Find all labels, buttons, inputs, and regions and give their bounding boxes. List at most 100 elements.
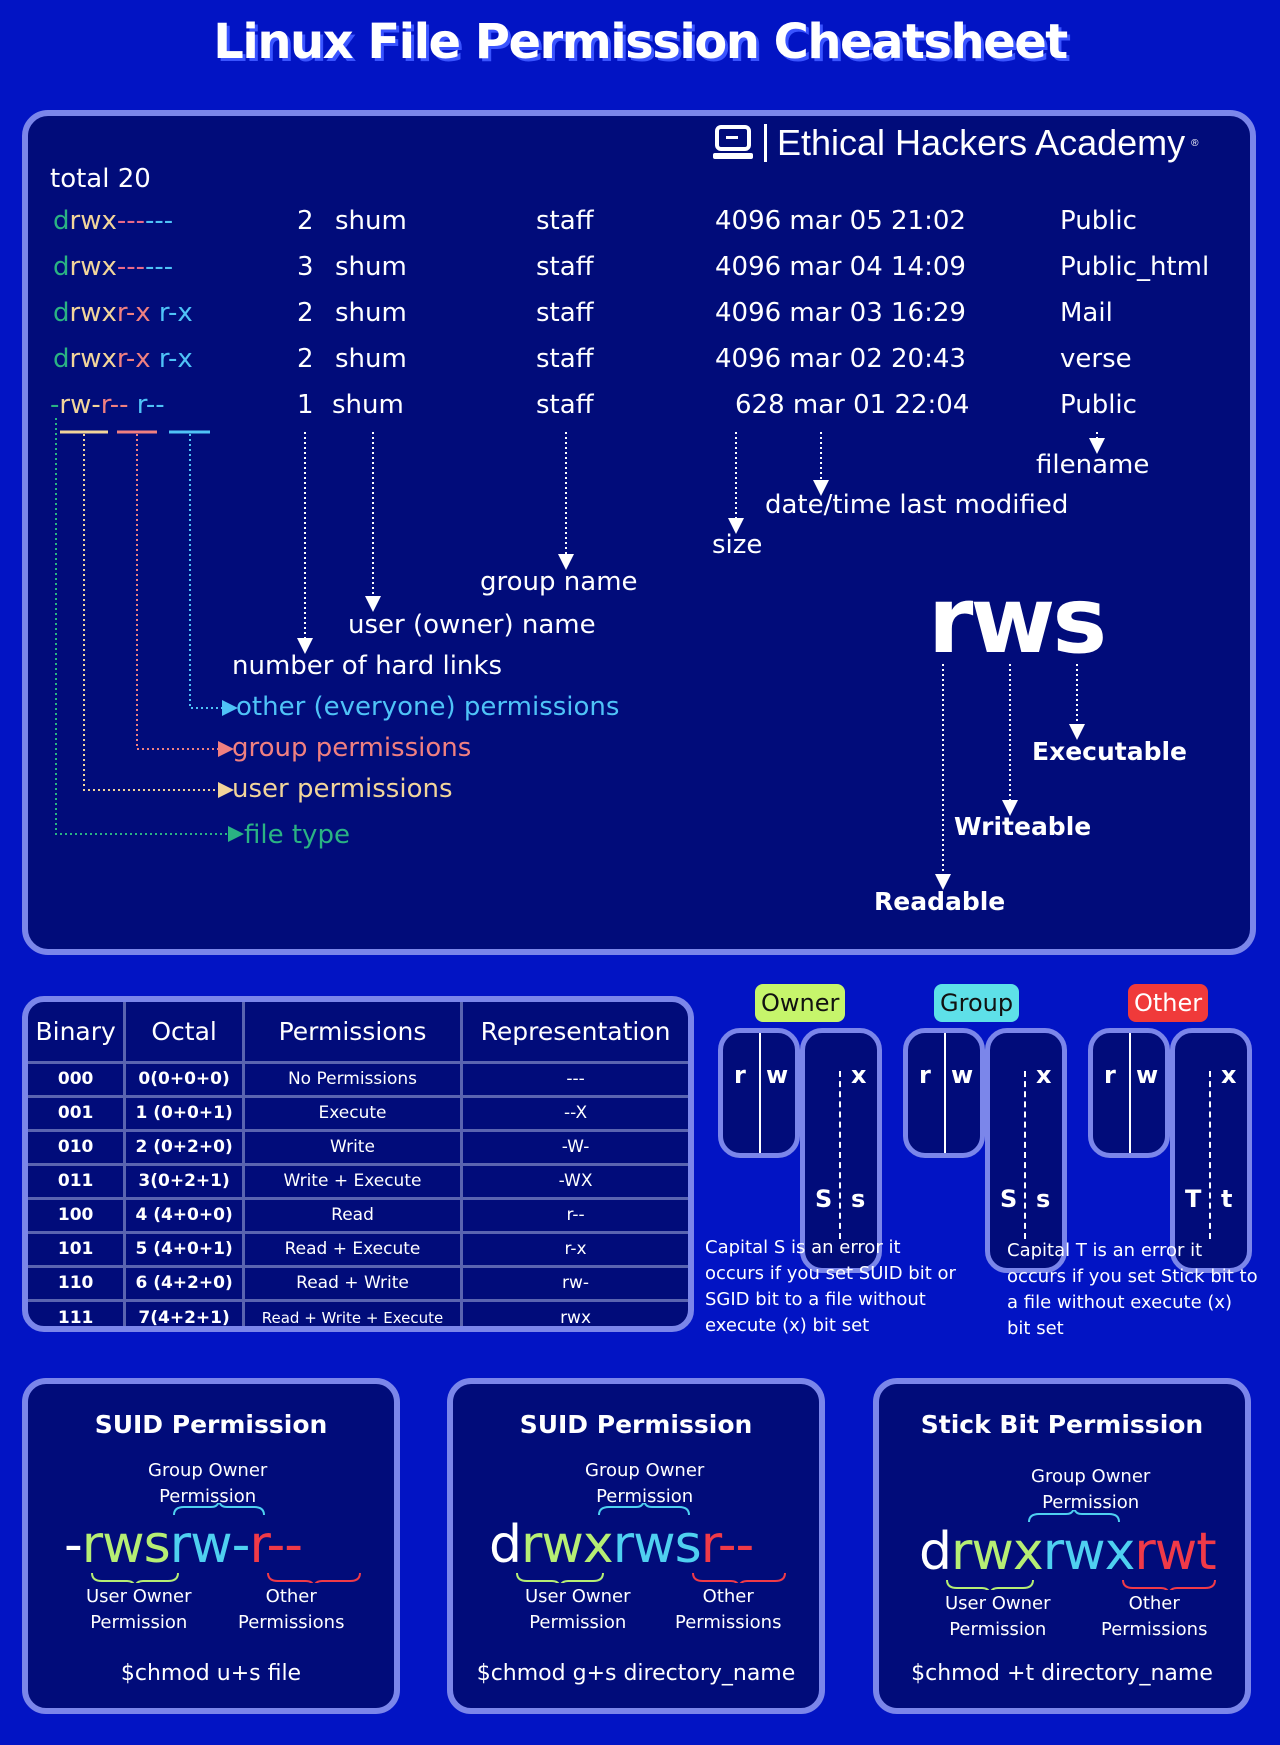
label-readable: Readable xyxy=(874,887,1006,916)
table-cell: --X xyxy=(460,1094,688,1132)
label-line: Permission xyxy=(159,1486,257,1507)
bit-w: w xyxy=(1136,1061,1159,1089)
table-cell: -W- xyxy=(460,1128,688,1166)
label-line: User Owner xyxy=(525,1586,631,1607)
table-cell: Write + Execute xyxy=(241,1162,464,1200)
perm-other: --- xyxy=(145,252,174,282)
brace-group xyxy=(598,1503,690,1516)
table-cell: 110 xyxy=(28,1264,127,1302)
table-header-cell: Binary xyxy=(28,1002,127,1064)
table-cell: Read + Execute xyxy=(241,1230,464,1268)
perm-group: rwx xyxy=(1042,1522,1136,1582)
ls-permissions: drwx------ xyxy=(53,206,173,236)
rw-divider xyxy=(944,1033,946,1153)
label-other-perms: other (everyone) permissions xyxy=(236,692,620,722)
chmod-command: $chmod +t directory_name xyxy=(911,1661,1213,1686)
perm-type: d xyxy=(489,1515,522,1575)
label-datetime: date/time last modified xyxy=(765,490,1069,520)
perm-user: rwx xyxy=(69,206,117,236)
label-line: User Owner xyxy=(86,1586,192,1607)
ls-owner: shum xyxy=(335,298,407,328)
perm-user: rwx xyxy=(69,344,117,374)
table-cell: 3(0+2+1) xyxy=(123,1162,245,1200)
label-line: User Owner xyxy=(945,1593,1051,1614)
table-cell: 2 (0+2+0) xyxy=(123,1128,245,1166)
brace-group xyxy=(1028,1510,1120,1523)
label-line: Other xyxy=(1128,1593,1180,1614)
table-cell: 000 xyxy=(28,1060,127,1098)
ls-links: 2 xyxy=(297,298,314,328)
label-line: Permissions xyxy=(238,1612,345,1633)
table-cell: 001 xyxy=(28,1094,127,1132)
label-size: size xyxy=(712,530,763,560)
ls-permissions: drwx------ xyxy=(53,252,173,282)
perm-gap xyxy=(129,390,137,420)
ls-owner: shum xyxy=(335,344,407,374)
table-cell: rw- xyxy=(460,1264,688,1302)
bit-x: x xyxy=(851,1061,867,1089)
rw-divider xyxy=(1129,1033,1131,1153)
ls-filename: Public_html xyxy=(1060,252,1210,282)
registered-mark: ® xyxy=(1191,137,1199,149)
bit-r: r xyxy=(734,1061,746,1089)
note-line: occurs if you set Stick bit to xyxy=(1007,1266,1258,1287)
ls-owner: shum xyxy=(332,390,404,420)
ls-group: staff xyxy=(536,390,594,420)
table-cell: r-x xyxy=(460,1230,688,1268)
bit-special-upper: S xyxy=(815,1185,833,1213)
table-cell: 4 (4+0+0) xyxy=(123,1196,245,1234)
perm-type: d xyxy=(919,1522,952,1582)
bit-r: r xyxy=(919,1061,931,1089)
permission-string: -rwsrw-r-- xyxy=(64,1519,303,1571)
perm-user: rwx xyxy=(521,1515,614,1575)
table-cell: 1 (0+0+1) xyxy=(123,1094,245,1132)
label-executable: Executable xyxy=(1032,737,1188,766)
perm-other: r-- xyxy=(136,390,165,420)
bit-special-lower: t xyxy=(1221,1185,1233,1213)
label-line: Other xyxy=(702,1586,754,1607)
label-line: Group Owner xyxy=(585,1460,705,1481)
label-group-perms: group permissions xyxy=(232,733,472,763)
perm-group: r-x xyxy=(116,298,151,328)
bit-r: r xyxy=(1104,1061,1116,1089)
ls-filename: Public xyxy=(1060,390,1137,420)
table-cell: Read + Write + Execute xyxy=(241,1298,464,1326)
ls-filename: Public xyxy=(1060,206,1137,236)
note-line: occurs if you set SUID bit or xyxy=(705,1263,956,1284)
total-line: total 20 xyxy=(50,164,151,194)
brand-logo: Ethical Hackers Academy® xyxy=(712,122,1199,164)
perm-user: rws xyxy=(81,1515,171,1575)
x-dotted-divider xyxy=(1024,1071,1026,1239)
brace-markers xyxy=(516,1503,786,1583)
bit-x: x xyxy=(1036,1061,1052,1089)
ls-links: 1 xyxy=(297,390,314,420)
perm-group: --- xyxy=(116,206,146,236)
bit-special-lower: s xyxy=(1036,1185,1051,1213)
label-file-type: file type xyxy=(244,820,350,850)
table-header-cell: Permissions xyxy=(241,1002,464,1064)
ls-size-date: 628 mar 01 22:04 xyxy=(735,390,970,420)
bit-tag-group: Group xyxy=(934,984,1020,1022)
brace-other xyxy=(692,1572,786,1583)
note-line: bit set xyxy=(1007,1318,1064,1339)
table-header-cell: Octal xyxy=(123,1002,245,1064)
table-cell: Read xyxy=(241,1196,464,1234)
perm-user: rw- xyxy=(59,390,101,420)
table-cell: 0(0+0+0) xyxy=(123,1060,245,1098)
